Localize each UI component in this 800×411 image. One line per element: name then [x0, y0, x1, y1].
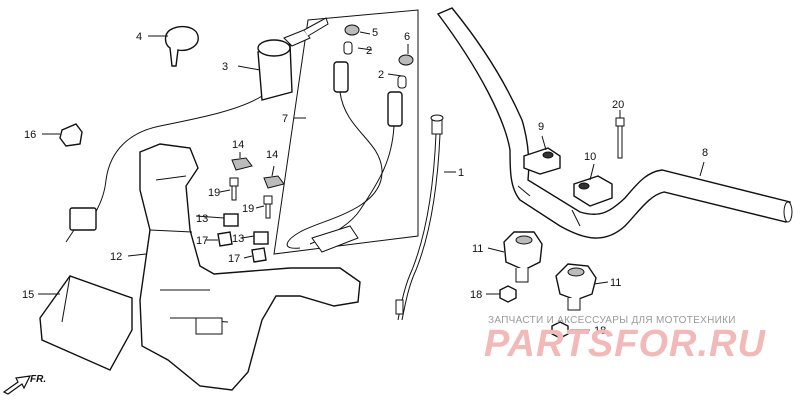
- connector-clip-part: [59, 123, 83, 147]
- lower-holder-part: [503, 231, 543, 283]
- upper-holder-part-2: [573, 175, 613, 207]
- callout-14-b: 14: [266, 149, 278, 161]
- leader-lines: [38, 31, 705, 331]
- watermark-tagline: ЗАПЧАСТИ И АКСЕССУАРЫ ДЛЯ МОТОТЕХНИКИ: [488, 315, 736, 326]
- callout-17: 17: [196, 235, 208, 247]
- rubber-part: [231, 157, 253, 171]
- callout-4: 4: [136, 31, 142, 43]
- callout-labels: 1 2 2 3 4 5 6 7 8 9 10 11 11 12 13 13 14…: [22, 27, 708, 337]
- nut-part-2: [551, 321, 569, 339]
- callout-13: 13: [196, 213, 208, 225]
- callout-13-b: 13: [232, 233, 244, 245]
- ignition-switch-part: [91, 17, 329, 221]
- callout-18-b: 18: [594, 325, 606, 337]
- lower-holder-part-2: [555, 263, 597, 311]
- callout-19: 19: [208, 187, 220, 199]
- grommet-part: [217, 231, 233, 247]
- collar-part-2: [253, 231, 269, 245]
- callout-19-b: 19: [242, 203, 254, 215]
- callout-5: 5: [372, 27, 378, 39]
- callout-2-b: 2: [378, 69, 384, 81]
- nut-part: [499, 285, 517, 303]
- cover-part: [39, 275, 133, 371]
- cable-part: [395, 114, 444, 321]
- rubber-part-2: [263, 175, 285, 189]
- wire-connector-part: [65, 207, 97, 243]
- callout-9: 9: [538, 121, 544, 133]
- callout-10: 10: [584, 151, 596, 163]
- key-part: [164, 25, 199, 67]
- callout-15: 15: [22, 289, 34, 301]
- callout-6: 6: [404, 31, 410, 43]
- collar-part: [223, 213, 239, 227]
- callout-17-b: 17: [228, 253, 240, 265]
- callout-7: 7: [282, 113, 288, 125]
- handle-cover-part: [139, 143, 361, 391]
- front-direction-label: FR.: [30, 374, 46, 385]
- indicator-group: [273, 9, 419, 255]
- callout-11-b: 11: [610, 277, 621, 289]
- callout-3: 3: [222, 61, 228, 73]
- watermark: ЗАПЧАСТИ И АКСЕССУАРЫ ДЛЯ МОТОТЕХНИКИ PA…: [484, 315, 766, 365]
- bolt-part: [615, 117, 625, 159]
- callout-8: 8: [702, 147, 708, 159]
- callout-18: 18: [470, 289, 482, 301]
- callout-14: 14: [232, 139, 244, 151]
- screw-part: [229, 177, 239, 201]
- callout-16: 16: [24, 129, 36, 141]
- callout-12: 12: [110, 251, 122, 263]
- watermark-brand: PARTSFOR.RU: [484, 323, 766, 365]
- callout-2: 2: [366, 45, 372, 57]
- callout-11: 11: [472, 243, 483, 255]
- front-arrow: FR.: [2, 374, 46, 395]
- handlebar-part: [436, 7, 793, 239]
- screw-part-2: [263, 195, 273, 219]
- upper-holder-part: [523, 147, 561, 175]
- front-arrow-icon: [2, 375, 32, 395]
- grommet-part-2: [251, 247, 267, 263]
- callout-20: 20: [612, 99, 624, 111]
- callout-1: 1: [458, 167, 464, 179]
